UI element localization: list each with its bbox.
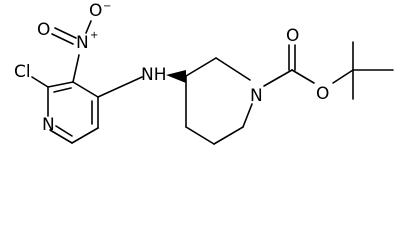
bond-pip-c3-c2	[185, 57, 217, 77]
bond-nitro-n-o-left	[54, 27, 77, 39]
bond-pip-c2-n	[215, 57, 251, 81]
bond-c3-c2-inner	[53, 87, 72, 93]
bond-c4-nh	[97, 76, 143, 98]
bond-c2-cl	[31, 76, 49, 88]
bond-c3-c2	[47, 81, 74, 88]
atom-chlorine: Cl	[14, 62, 31, 82]
nitro-oxygen-minus-charge: −	[103, 1, 111, 12]
atom-amine-nh: NH	[141, 65, 167, 85]
atom-piperidine-nitrogen: N	[250, 86, 263, 106]
nitro-plus-charge: +	[90, 30, 98, 41]
atom-pyridine-nitrogen: N	[42, 115, 55, 135]
atom-nitro-oxygen-left: O	[37, 20, 50, 40]
bond-nitro-n-o-left-double	[51, 33, 74, 45]
bond-ester-o-tbu-c	[332, 69, 354, 84]
bond-n1-c6	[49, 129, 73, 144]
chemical-structure: Cl N N + O − O NH N O O	[14, 1, 394, 145]
bond-c6-c5	[71, 127, 99, 144]
bonds	[31, 20, 394, 145]
bond-pip-n-c6	[242, 103, 253, 128]
bond-c4-c3	[72, 81, 99, 98]
bond-pip-c6-c5	[213, 126, 244, 145]
bond-pip-n-carbonyl-c	[263, 69, 293, 87]
bond-carbonyl-c-ester-o	[291, 69, 315, 84]
bond-stereo-wedge	[166, 70, 186, 83]
bond-c3-nitro-n	[72, 54, 80, 83]
atom-nitro-oxygen-top: O	[89, 1, 102, 21]
bond-n1-c6-inner	[55, 125, 73, 137]
atom-labels: Cl N N + O − O NH N O O	[14, 1, 329, 135]
atom-nitro-nitrogen: N	[76, 33, 89, 53]
bond-pip-c5-c4	[185, 126, 215, 145]
atom-ester-oxygen: O	[316, 84, 329, 104]
bond-nitro-n-o-top	[85, 20, 92, 34]
atom-carbonyl-oxygen: O	[286, 26, 299, 46]
